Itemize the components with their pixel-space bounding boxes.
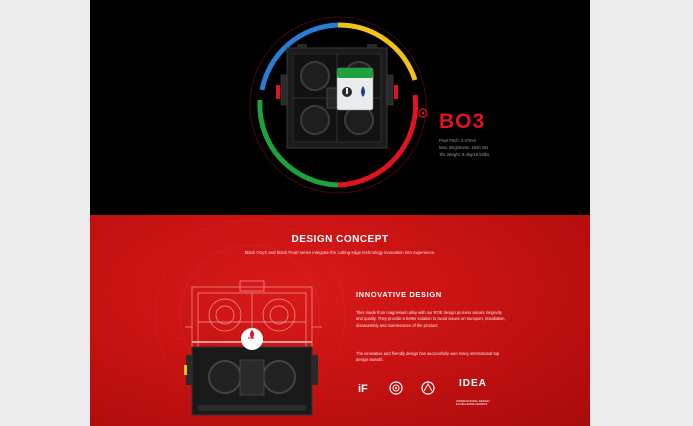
if-award-icon: iF (358, 383, 368, 395)
concept-subtitle: Black OnyX and Black Pearl series integr… (244, 250, 436, 255)
design-concept-section: DESIGN CONCEPT Black OnyX and Black Pear… (90, 215, 590, 426)
spec-brightness: Max. Brightness: 1500 nits (439, 145, 489, 150)
marker-dot (421, 111, 425, 115)
svg-text:iF: iF (358, 383, 368, 395)
led-tile (276, 44, 398, 149)
innovative-design-title: INNOVATIVE DESIGN (356, 290, 442, 299)
marker-circle (418, 108, 428, 118)
spec-tile-weight: Tile Weight: 8.4kg/18.52lbs (439, 152, 490, 157)
ring-arc-green (257, 99, 339, 188)
outer-thin-ring (249, 16, 427, 194)
product-hero: BO3 Pixel Pitch: 3.47mm Max. Brightness:… (90, 0, 590, 215)
reddot-award-icon (389, 381, 403, 395)
innovative-paragraph-1: Tiles made from magnesium alloy with our… (356, 310, 506, 328)
tile-solid (184, 346, 318, 416)
spec-pixel-pitch: Pixel Pitch: 3.47mm (439, 138, 477, 143)
idea-award-logo: IDEA (459, 378, 487, 389)
good-design-award-icon (421, 381, 435, 395)
concept-title: DESIGN CONCEPT (291, 234, 389, 245)
idea-award-caption: INTERNATIONAL DESIGN EXCELLENCE AWARDS (456, 399, 490, 407)
product-ring-illustration (249, 16, 428, 194)
ring-arc-red (337, 94, 419, 188)
roe-badge-label: ROE (248, 336, 255, 340)
ring-arc-yellow (337, 22, 418, 81)
ring-arc-blue (259, 22, 339, 91)
exploded-tile-illustration: iF (154, 219, 435, 416)
page-stage: BO3 Pixel Pitch: 3.47mm Max. Brightness:… (90, 0, 590, 426)
innovative-paragraph-2: The innovative and friendly design has s… (356, 351, 500, 363)
product-model-title: BO3 (439, 110, 486, 133)
